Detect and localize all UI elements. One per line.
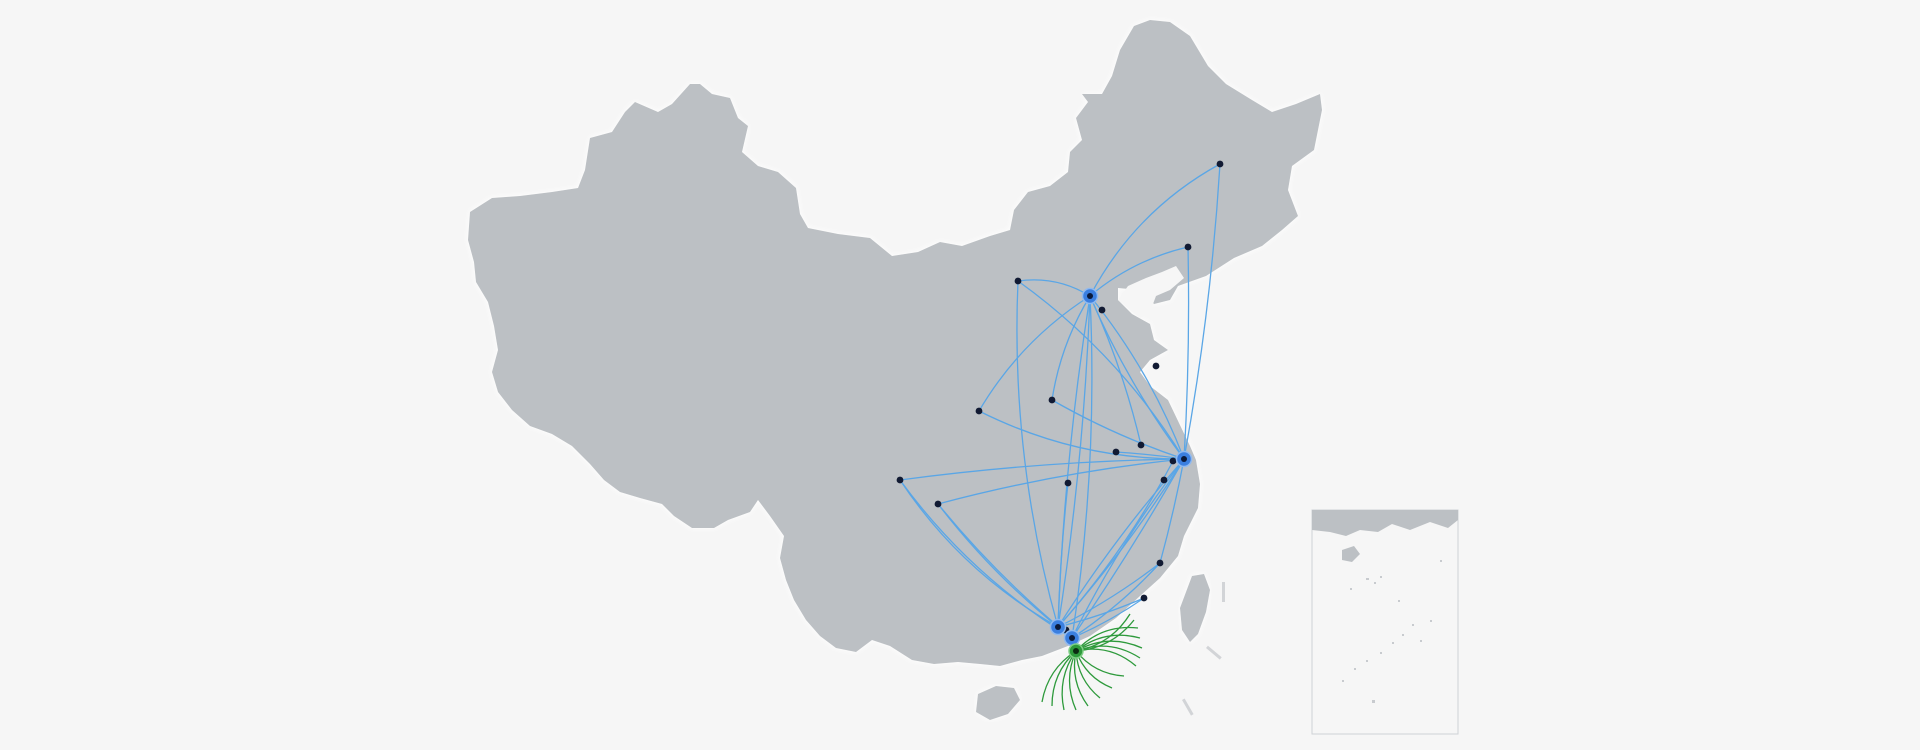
route-line	[1017, 280, 1185, 460]
hub-marker-icon[interactable]	[1063, 629, 1081, 647]
taiwan-landmass	[1180, 574, 1210, 642]
city-dot-icon[interactable]	[1169, 457, 1177, 465]
fan-route-line	[1075, 650, 1125, 677]
hub-markers	[1049, 287, 1193, 659]
route-lines	[899, 163, 1221, 639]
city-dot-icon[interactable]	[934, 500, 942, 508]
city-dot-icon[interactable]	[896, 476, 904, 484]
city-dot-icon[interactable]	[975, 407, 983, 415]
route-line	[1089, 246, 1189, 297]
south-china-sea-inset	[1311, 509, 1459, 735]
route-line	[1159, 458, 1185, 564]
city-dot-icon[interactable]	[1156, 559, 1164, 567]
route-line	[1071, 597, 1145, 639]
route-line	[978, 410, 1185, 460]
city-dot-icon[interactable]	[1137, 441, 1145, 449]
hub-marker-icon[interactable]	[1049, 618, 1067, 636]
route-line	[1183, 163, 1221, 460]
route-line	[1071, 458, 1185, 639]
route-line	[1089, 295, 1142, 446]
route-line	[1183, 246, 1190, 460]
route-line	[1071, 295, 1093, 639]
city-dot-icon[interactable]	[1098, 306, 1106, 314]
hub-marker-icon[interactable]	[1081, 287, 1099, 305]
route-line	[1057, 460, 1174, 628]
fan-hub-marker-icon[interactable]	[1068, 643, 1084, 659]
city-dot-icon[interactable]	[1160, 476, 1168, 484]
china-mainland-landmass	[468, 20, 1322, 666]
route-line	[1057, 562, 1161, 628]
route-line	[899, 458, 1185, 481]
city-dot-icon[interactable]	[1014, 277, 1022, 285]
city-dot-icon[interactable]	[1064, 479, 1072, 487]
route-line	[899, 479, 1073, 639]
hainan-landmass	[976, 686, 1020, 720]
city-markers	[896, 160, 1224, 634]
route-line	[1057, 458, 1185, 628]
route-line	[1051, 295, 1091, 401]
city-dot-icon[interactable]	[1112, 448, 1120, 456]
route-line	[937, 458, 1185, 505]
city-dot-icon[interactable]	[1048, 396, 1056, 404]
coast-dashes	[1182, 582, 1225, 716]
hub-marker-icon[interactable]	[1175, 450, 1193, 468]
fan-route-line	[1075, 645, 1141, 659]
route-line	[1071, 562, 1161, 639]
route-line	[1089, 163, 1221, 297]
city-dot-icon[interactable]	[1184, 243, 1192, 251]
route-line	[1057, 597, 1145, 628]
route-line	[1057, 482, 1069, 628]
route-line	[1071, 458, 1185, 639]
city-dot-icon[interactable]	[1152, 362, 1160, 370]
route-line	[1089, 295, 1185, 460]
inset-islands	[1342, 560, 1442, 703]
route-line	[978, 295, 1091, 412]
city-dot-icon[interactable]	[1216, 160, 1224, 168]
route-line	[1051, 399, 1185, 460]
city-dot-icon[interactable]	[1140, 594, 1148, 602]
route-line	[1016, 280, 1059, 628]
bohai-sea	[1118, 266, 1184, 318]
